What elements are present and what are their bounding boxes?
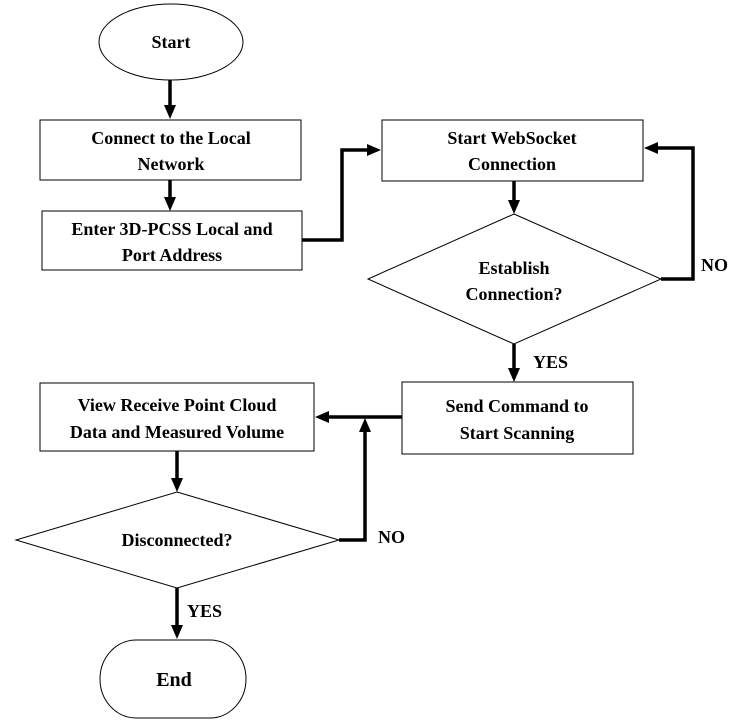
start-websocket-line2: Connection: [468, 154, 556, 174]
edge-establish-no-loop: [657, 146, 695, 281]
node-disconnected: Disconnected?: [14, 491, 341, 589]
start-terminal-shape: [98, 3, 244, 81]
label-establish-no: NO: [701, 255, 728, 275]
enter-address-line1: Enter 3D-PCSS Local and: [71, 219, 272, 239]
connect-network-line2: Network: [138, 154, 205, 174]
establish-connection-line2: Connection?: [465, 284, 562, 304]
node-start: Start: [98, 3, 244, 81]
arrowhead: [164, 105, 176, 119]
label-disconnected-yes: YES: [187, 601, 222, 621]
connect-network-line1: Connect to the Local: [91, 128, 250, 148]
disconnected-diamond: [14, 491, 341, 589]
view-data-line1: View Receive Point Cloud: [78, 395, 277, 415]
arrowhead: [315, 411, 329, 423]
node-end: End: [99, 639, 247, 719]
arrowhead: [171, 478, 183, 492]
start-websocket-line1: Start WebSocket: [447, 128, 576, 148]
node-enter-address: Enter 3D-PCSS Local and Port Address: [41, 210, 303, 271]
enter-address-box: [41, 210, 303, 271]
edge-disconnected-no-loop: [339, 431, 367, 542]
arrowhead: [171, 625, 183, 639]
arrowhead: [508, 200, 520, 214]
label-disconnected-no: NO: [378, 527, 405, 547]
connectors: [164, 80, 695, 639]
node-establish-connection: Establish Connection?: [366, 213, 663, 345]
node-start-websocket: Start WebSocket Connection: [381, 119, 644, 182]
start-label: Start: [152, 32, 191, 52]
node-view-data: View Receive Point Cloud Data and Measur…: [39, 382, 315, 452]
node-connect-network: Connect to the Local Network: [39, 119, 302, 181]
view-data-box: [39, 382, 315, 452]
arrowhead: [367, 144, 381, 156]
view-data-line2: Data and Measured Volume: [70, 422, 284, 442]
edge-enter-to-websocket: [302, 148, 368, 242]
end-label: End: [156, 669, 192, 691]
establish-connection-line1: Establish: [478, 258, 549, 278]
disconnected-label: Disconnected?: [122, 530, 233, 550]
send-command-line1: Send Command to: [445, 396, 588, 416]
end-terminal-shape: [99, 639, 247, 719]
label-establish-yes: YES: [533, 352, 568, 372]
start-websocket-box: [381, 119, 644, 182]
arrowhead: [164, 197, 176, 211]
send-command-line2: Start Scanning: [460, 423, 575, 443]
arrowhead: [644, 142, 658, 154]
node-send-command: Send Command to Start Scanning: [401, 381, 634, 455]
establish-connection-diamond: [366, 213, 663, 345]
connect-network-box: [39, 119, 302, 181]
arrowhead: [359, 418, 371, 432]
send-command-box: [401, 381, 634, 455]
enter-address-line2: Port Address: [122, 245, 222, 265]
arrowhead: [508, 368, 520, 382]
